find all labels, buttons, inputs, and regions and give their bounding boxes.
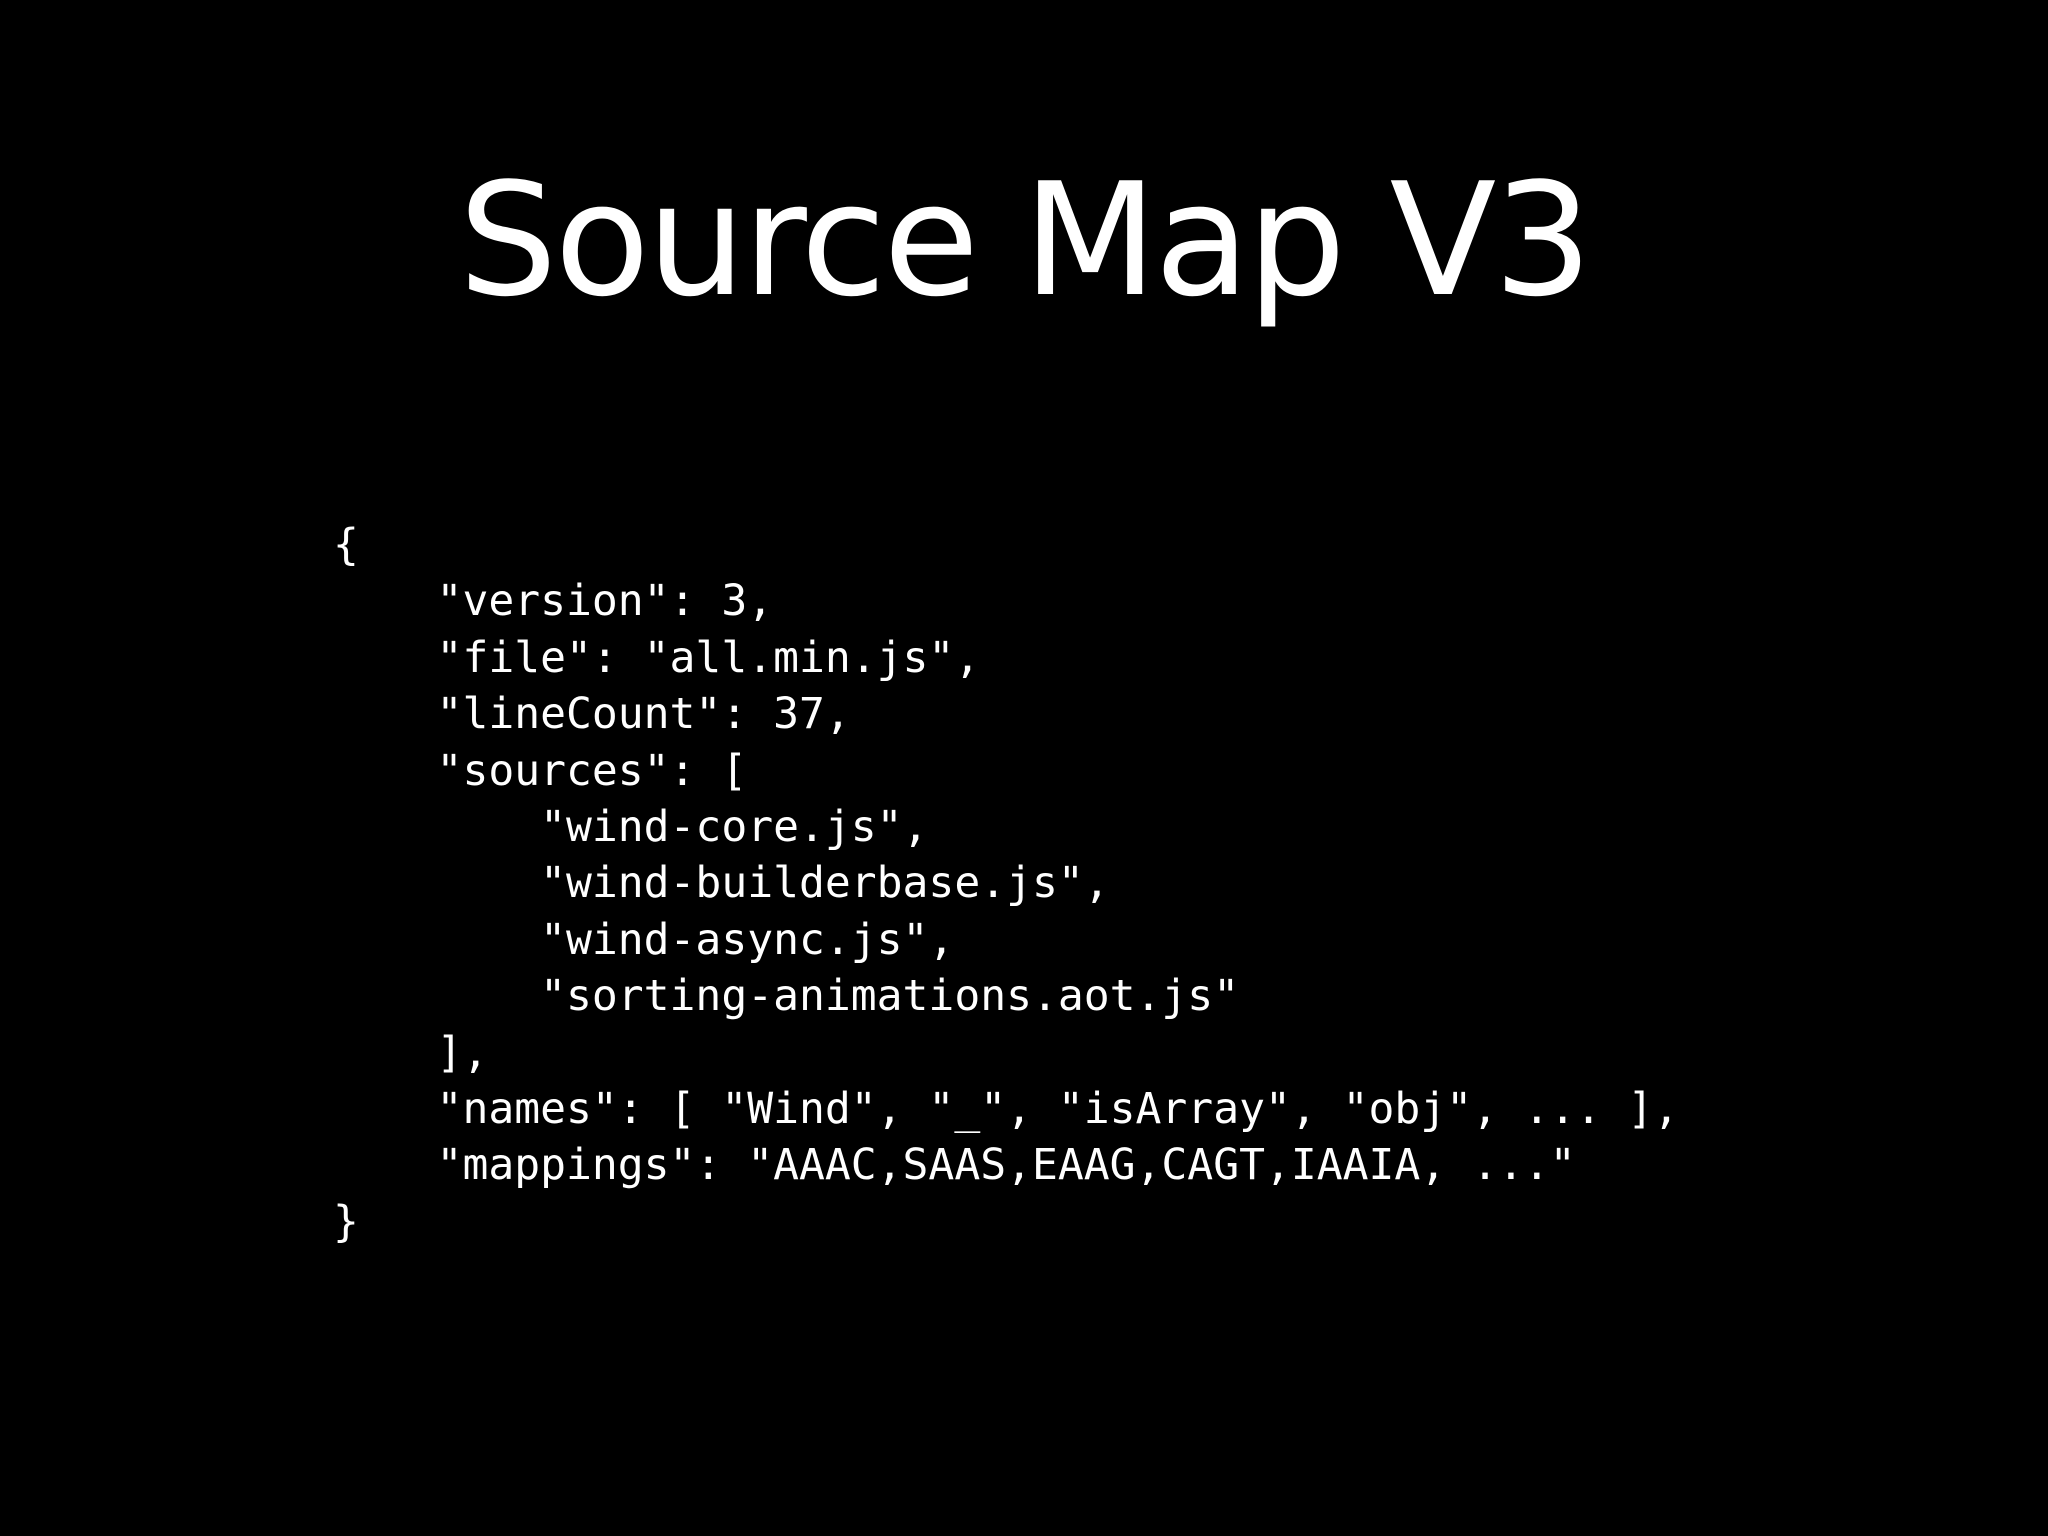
code-line-open-brace: {: [333, 520, 359, 570]
code-line-source-wind-async: "wind-async.js",: [333, 914, 955, 965]
code-line-source-wind-core: "wind-core.js",: [333, 801, 929, 852]
code-line-linecount: "lineCount": 37,: [333, 689, 851, 740]
code-line-mappings: "mappings": "AAAC,SAAS,EAAG,CAGT,IAAIA, …: [333, 1140, 1576, 1191]
slide-title: Source Map V3: [458, 149, 1592, 331]
code-line-names: "names": [ "Wind", "_", "isArray", "obj"…: [333, 1083, 1680, 1134]
code-line-file: "file": "all.min.js",: [333, 632, 981, 683]
code-block: { "version": 3, "file": "all.min.js", "l…: [333, 517, 1679, 1250]
code-line-source-wind-builderbase: "wind-builderbase.js",: [333, 858, 1110, 909]
code-line-sources-open: "sources": [: [333, 745, 748, 796]
code-line-sources-close: ],: [333, 1027, 489, 1078]
code-line-version: "version": 3,: [333, 576, 774, 627]
code-line-source-sorting-animations: "sorting-animations.aot.js": [333, 971, 1240, 1022]
code-line-close-brace: }: [333, 1196, 359, 1247]
